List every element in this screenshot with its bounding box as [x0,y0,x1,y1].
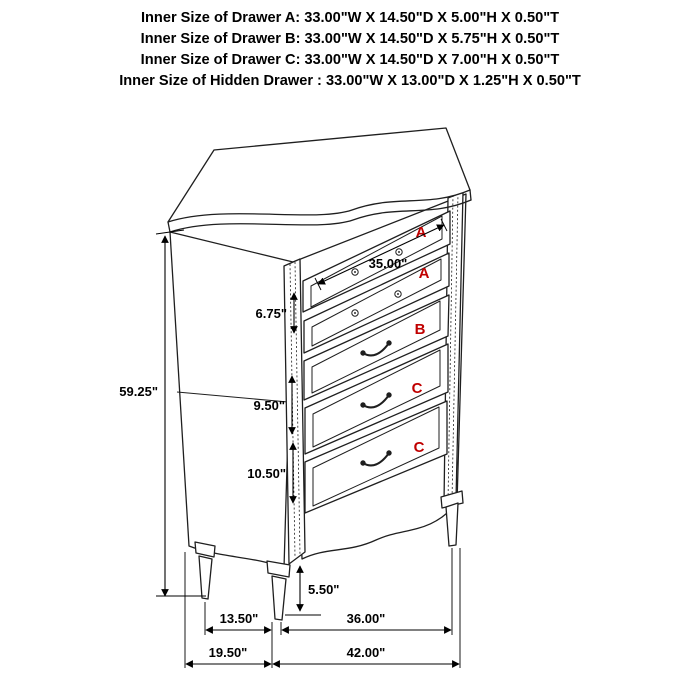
dim-drawer-b-height-label: 9.50" [254,398,285,413]
drawer-label-a-top: A [416,224,427,241]
drawer-label-c-bottom: C [414,439,425,456]
spec-line-hidden-drawer: Inner Size of Hidden Drawer : 33.00"W X … [119,73,581,89]
dim-drawer-c-height-label: 10.50" [247,466,286,481]
spec-line-drawer-c: Inner Size of Drawer C: 33.00"W X 14.50"… [140,52,560,68]
side-panel-seam [176,391,289,403]
leg-front-right [440,490,464,547]
dim-overall-width: 42.00" [272,645,460,668]
spec-line-drawer-a: Inner Size of Drawer A: 33.00"W X 14.50"… [140,10,560,26]
dim-overall-depth: 19.50" [185,645,272,668]
dim-overall-depth-label: 19.50" [209,645,248,660]
drawer-label-a-second: A [419,265,430,282]
drawer-bail-handles [360,340,392,467]
dim-leg-height: 5.50" [285,565,339,616]
dim-leg-depth-span-label: 13.50" [220,611,259,626]
dim-top-drawer-height-label: 6.75" [256,306,287,321]
dim-leg-height-label: 5.50" [308,582,339,597]
leg-front-left [266,560,291,621]
drawer-b [303,294,450,401]
dim-overall-height: 59.25" [119,229,206,597]
spec-header: Inner Size of Drawer A: 33.00"W X 14.50"… [0,8,700,92]
dim-leg-depth-span: 13.50" [205,611,272,634]
dim-extension-lines [184,548,461,668]
dim-overall-width-label: 42.00" [347,645,386,660]
dim-drawer-c-height: 10.50" [247,442,297,504]
drawer-label-c-fourth: C [412,380,423,397]
dim-drawer-b-height: 9.50" [254,375,296,435]
chest-top [167,127,472,233]
drawer-c-bottom [304,400,448,514]
dim-drawer-width: 35.00" [314,218,448,291]
dim-top-drawer-height: 6.75" [256,292,298,334]
dim-drawer-width-label: 35.00" [369,256,408,271]
drawer-c-fourth [304,343,449,455]
spec-line-drawer-b: Inner Size of Drawer B: 33.00"W X 14.50"… [140,31,560,47]
dim-overall-height-label: 59.25" [119,384,158,399]
drawer-label-b: B [415,321,426,338]
leg-back-left [194,541,216,600]
dim-leg-width-span-label: 36.00" [347,611,386,626]
dim-leg-width-span: 36.00" [281,611,452,634]
chest-drawing [167,127,472,621]
